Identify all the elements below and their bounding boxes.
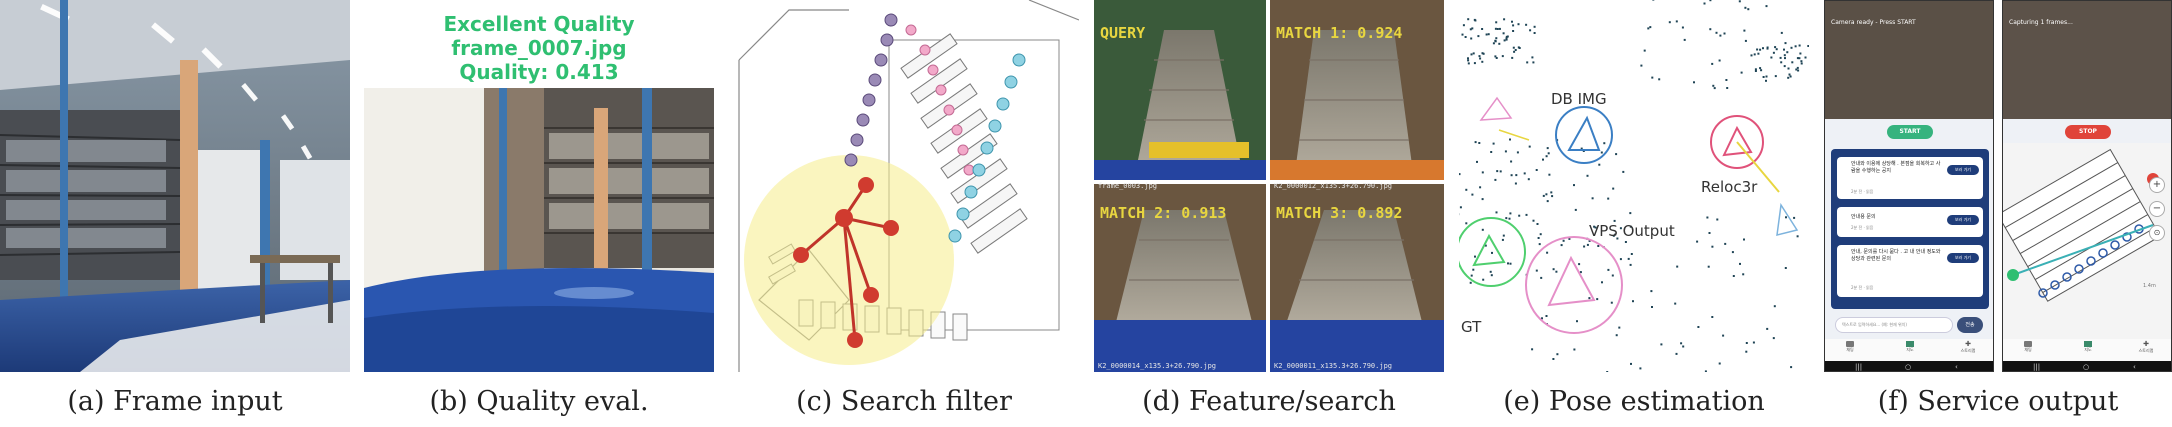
chat-message-2-meta: 2분 전 · 읽음 [1851,225,1874,230]
send-button[interactable]: 전송 [1957,317,1983,333]
bottom-nav-2: 채팅 지도 ✚ 스토리맵 [2003,339,2171,361]
panel-search-filter [729,0,1079,372]
caption-b: (b) Quality eval. [429,386,649,417]
camera-status-2: Capturing 1 frames... [2009,19,2073,26]
walk-icon: ✚ [1965,340,1971,348]
chat-input[interactable]: 텍스트로 입력하세요... (예: 현재 위치) [1835,317,1953,333]
match3-tile [1270,184,1444,372]
floor-plan-map [729,0,1079,372]
match1-filename: K2_0000012_x135.3+26.790.jpg [1274,182,1393,190]
camera-status: Camera ready - Press START [1831,19,1916,26]
walk-icon: ✚ [2143,340,2149,348]
chat-chip-3[interactable]: 보러 가기 [1947,253,1979,263]
caption-c: (c) Search filter [796,386,1012,417]
chat-message-3-meta: 2분 전 · 읽음 [1851,285,1874,290]
chat-message-1-text: 안내와 이용에 상당해 . 본점을 회복하고 사람을 수행하는 공지 [1851,161,1941,174]
zoom-in-button[interactable]: + [2149,177,2165,193]
map-distance-badge: 1.4m [2143,283,2156,289]
chat-message-1[interactable]: 안내와 이용에 상당해 . 본점을 회복하고 사람을 수행하는 공지 2분 전 … [1837,157,1983,199]
match2-filename: K2_0000014_x135.3+26.790.jpg [1098,362,1217,370]
library-photo [0,0,350,372]
pose-pointcloud [1459,0,1809,372]
match3-label: MATCH 3: 0.892 [1276,204,1403,222]
quality-frame-photo [364,88,714,372]
phone-chat: Camera ready - Press START START 안내와 이용에… [1824,0,1994,372]
vps-camera [1525,236,1623,334]
chat-icon [1846,341,1854,347]
db-nodes-purple [844,13,898,167]
camera-preview: Camera ready - Press START [1825,1,1993,119]
stop-button[interactable]: STOP [2065,125,2111,139]
nav-chat[interactable]: 채팅 [1837,341,1863,353]
recenter-button[interactable]: ⊙ [2149,225,2165,241]
start-button[interactable]: START [1887,125,1933,139]
match1-tile [1270,0,1444,180]
chat-message-3-text: 안내, 문의를 다시 묻다 . 고 내 안내 정도와 상당과 관련된 문의 [1851,249,1941,262]
zoom-out-button[interactable]: − [2149,201,2165,217]
caption-f: (f) Service output [1877,386,2119,417]
db-nodes-pink [905,24,975,176]
panel-frame-input [0,0,350,372]
recents-icon[interactable]: ||| [2033,363,2041,371]
nav-storymap[interactable]: ✚ 스토리맵 [1955,341,1981,354]
quality-filename: frame_0007.jpg [451,36,627,60]
nav-chat-2[interactable]: 채팅 [2015,341,2041,353]
db-img-label: DB IMG [1551,90,1607,108]
caption-a: (a) Frame input [67,386,283,417]
android-nav-bar-2: ||| ○ ‹ [2003,361,2171,371]
chat-icon [2024,341,2032,347]
panel-feature-search: QUERY MATCH 1: 0.924 MATCH 2: 0.913 MATC… [1094,0,1444,372]
chat-chip-1[interactable]: 보러 가기 [1947,165,1979,175]
chat-message-1-meta: 2분 전 · 읽음 [1851,189,1874,194]
caption-d: (d) Feature/search [1142,386,1396,417]
reloc-camera [1710,115,1780,193]
android-nav-bar: ||| ○ ‹ [1825,361,1993,371]
chat-input-placeholder: 텍스트로 입력하세요... (예: 현재 위치) [1842,322,1907,327]
db-camera [1555,106,1613,164]
db-nodes-cyan [948,53,1026,243]
candidate-nodes [793,177,899,348]
camera-preview-2: Capturing 1 frames... [2003,1,2171,119]
chat-chip-2[interactable]: 보러 가기 [1947,215,1979,225]
bottom-nav: 채팅 지도 ✚ 스토리맵 [1825,339,1993,361]
back-icon[interactable]: ‹ [1955,363,1958,371]
match1-label: MATCH 1: 0.924 [1276,24,1403,42]
query-filename: frame_0003.jpg [1098,182,1158,190]
quality-score: Quality: 0.413 [459,60,619,84]
match2-tile [1094,184,1266,372]
match-grid [1094,0,1444,372]
nav-storymap-2[interactable]: ✚ 스토리맵 [2133,341,2159,354]
quality-label: Excellent Quality [443,12,635,36]
map-view[interactable] [2003,143,2172,339]
user-location [2007,269,2019,281]
phone-map: Capturing 1 frames... STOP + − ⊙ 1.4m [2002,0,2172,372]
caption-e: (e) Pose estimation [1503,386,1765,417]
panel-service-output: Camera ready - Press START START 안내와 이용에… [1824,0,2172,372]
match3-filename: K2_0000011_x135.3+26.790.jpg [1274,362,1393,370]
back-icon[interactable]: ‹ [2133,363,2136,371]
nav-map[interactable]: 지도 [1897,341,1923,353]
vps-output-label: VPS Output [1589,222,1675,240]
gt-camera [1459,217,1526,287]
chat-message-2[interactable]: 안내용 문의 2분 전 · 읽음 보러 가기 [1837,207,1983,237]
route-nodes [2038,224,2144,298]
map-icon [1906,341,1914,347]
point-cloud [1459,0,1809,372]
gt-label: GT [1461,318,1482,336]
reloc-label: Reloc3r [1701,178,1758,196]
recents-icon[interactable]: ||| [1855,363,1863,371]
map-icon [2084,341,2092,347]
panel-pose-estimation: DB IMG Reloc3r VPS Output GT [1459,0,1809,372]
match2-label: MATCH 2: 0.913 [1100,204,1227,222]
query-label: QUERY [1100,24,1146,42]
home-icon[interactable]: ○ [2083,363,2090,371]
nav-map-2[interactable]: 지도 [2075,341,2101,353]
chat-message-3[interactable]: 안내, 문의를 다시 묻다 . 고 내 안내 정도와 상당과 관련된 문의 2분… [1837,245,1983,297]
home-icon[interactable]: ○ [1905,363,1912,371]
chat-message-2-text: 안내용 문의 [1851,214,1876,220]
panel-quality-eval: Excellent Quality frame_0007.jpg Quality… [364,0,714,372]
